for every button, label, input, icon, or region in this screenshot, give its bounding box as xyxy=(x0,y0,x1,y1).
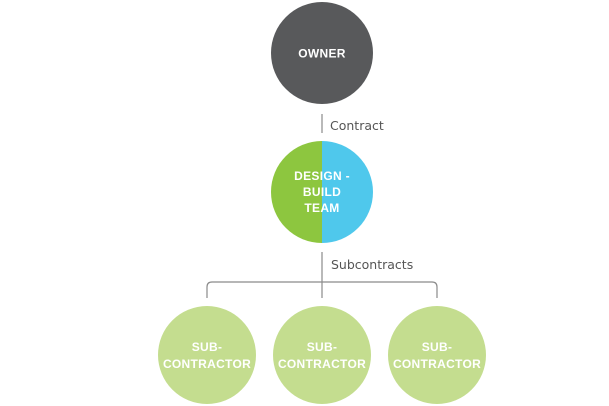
subcontractor-node-3: SUB- CONTRACTOR xyxy=(388,306,486,404)
contract-label: Contract xyxy=(330,118,384,133)
subcontractor-circle-2 xyxy=(273,306,371,404)
design-build-team-right-half xyxy=(322,141,373,243)
subcontractor-3-label-line-1: SUB- xyxy=(422,340,453,354)
subcontractor-3-label-line-2: CONTRACTOR xyxy=(393,357,481,371)
design-build-team-node: DESIGN - BUILD TEAM xyxy=(271,141,373,243)
owner-label: OWNER xyxy=(298,47,346,61)
subcontractor-circle-3 xyxy=(388,306,486,404)
subcontractor-circle-1 xyxy=(158,306,256,404)
subcontractor-2-label-line-1: SUB- xyxy=(307,340,338,354)
design-build-team-label-line-3: TEAM xyxy=(304,201,339,215)
subcontracts-label: Subcontracts xyxy=(331,257,413,272)
subcontractor-1-label-line-2: CONTRACTOR xyxy=(163,357,251,371)
design-build-team-label-line-1: DESIGN - xyxy=(294,169,350,183)
owner-circle xyxy=(271,2,373,104)
contract-connector: Contract xyxy=(321,114,384,133)
design-build-team-label-line-2: BUILD xyxy=(303,185,341,199)
subcontractor-node-2: SUB- CONTRACTOR xyxy=(273,306,371,404)
subcontractor-node-1: SUB- CONTRACTOR xyxy=(158,306,256,404)
subcontractor-2-label-line-2: CONTRACTOR xyxy=(278,357,366,371)
subcontractor-1-label-line-1: SUB- xyxy=(192,340,223,354)
design-build-team-left-half xyxy=(271,141,322,243)
owner-node: OWNER xyxy=(271,2,373,104)
subcontracts-connector: Subcontracts xyxy=(206,252,438,298)
